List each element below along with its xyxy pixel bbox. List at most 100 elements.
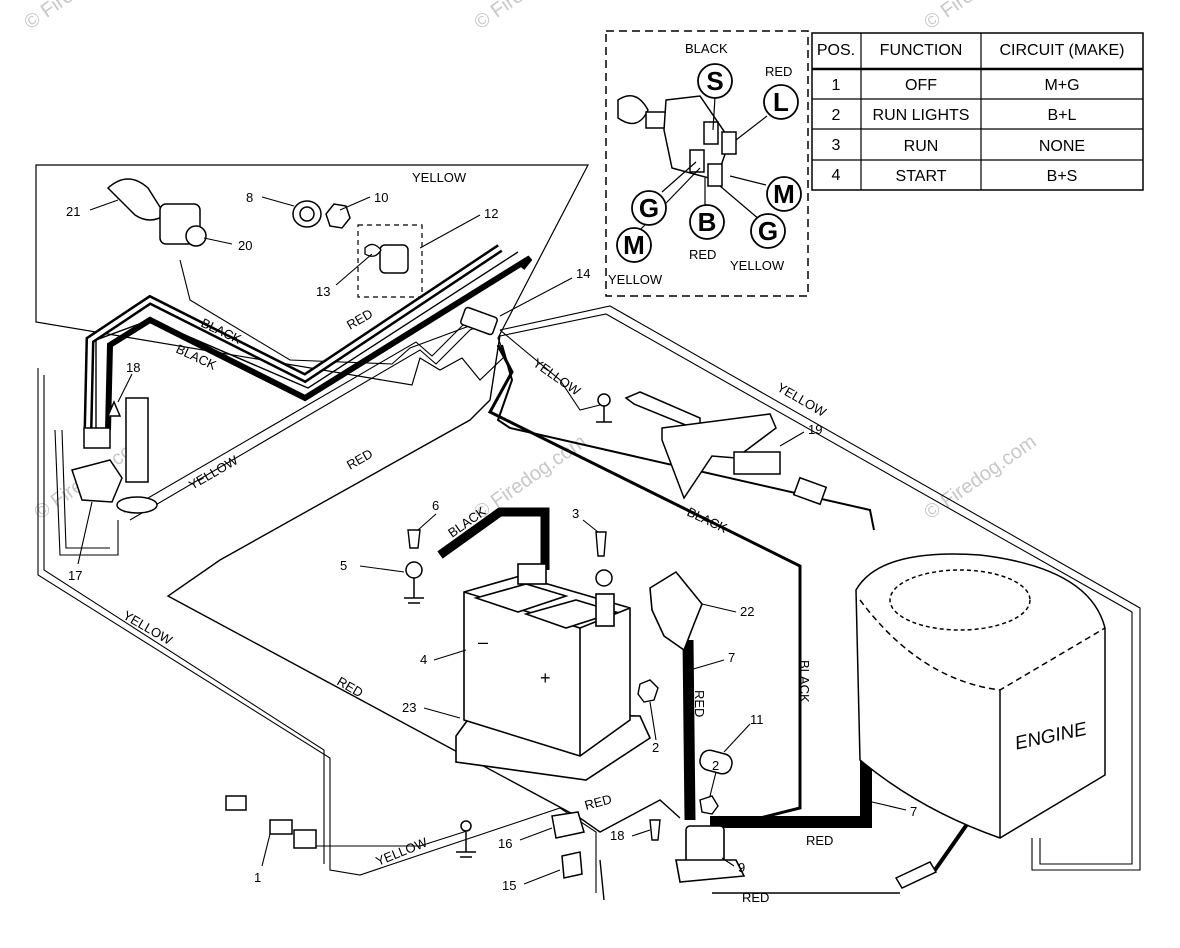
switch-tab bbox=[721, 131, 737, 155]
yellow-wire bbox=[123, 321, 467, 513]
wire-label: RED bbox=[335, 674, 366, 701]
battery-positive-sign: + bbox=[540, 668, 551, 688]
callout-line bbox=[203, 237, 233, 245]
switch-icon bbox=[379, 244, 409, 274]
terminal-s-label: S bbox=[706, 66, 723, 96]
part-number: 18 bbox=[610, 828, 624, 843]
ground-ring bbox=[405, 561, 423, 579]
battery-positive-cable bbox=[682, 639, 696, 821]
red-wires bbox=[95, 251, 900, 901]
part-number: 7 bbox=[728, 650, 735, 665]
bolt-icon bbox=[407, 529, 421, 549]
callout-line bbox=[649, 701, 657, 741]
switch-tab bbox=[707, 163, 723, 187]
key-icon bbox=[364, 243, 382, 257]
part-number: 7 bbox=[910, 804, 917, 819]
light-lens bbox=[185, 225, 207, 247]
switch-nut-ring bbox=[292, 200, 351, 229]
part-callouts bbox=[77, 196, 907, 885]
wire-label: YELLOW bbox=[374, 834, 431, 868]
table-header-function: FUNCTION bbox=[880, 42, 963, 59]
plug-icon bbox=[269, 819, 293, 835]
part-number: 2 bbox=[712, 758, 719, 773]
watermark-text: © Firedog.com bbox=[920, 431, 1040, 524]
part-number: 9 bbox=[738, 860, 745, 875]
part-number: 10 bbox=[374, 190, 388, 205]
hex-nut-icon bbox=[325, 203, 351, 229]
part-number: 5 bbox=[340, 558, 347, 573]
wire-label: BLACK bbox=[797, 660, 812, 703]
yellow-wire bbox=[499, 305, 1141, 871]
plug-icon bbox=[293, 829, 317, 849]
leader-line bbox=[729, 175, 767, 186]
part-number: 1 bbox=[254, 870, 261, 885]
terminal-m-label: M bbox=[623, 230, 645, 260]
part-number: 23 bbox=[402, 700, 416, 715]
battery-terminal bbox=[517, 563, 547, 585]
red-wire bbox=[599, 859, 900, 901]
switch-bracket bbox=[71, 459, 123, 503]
terminal-b-label: B bbox=[698, 207, 717, 237]
terminal-cover-icon bbox=[699, 749, 733, 775]
table-cell-circuit: M+G bbox=[1044, 77, 1079, 94]
watermark-text: © Firedog.com bbox=[920, 0, 1040, 34]
callout-line bbox=[261, 833, 271, 867]
callout-line bbox=[423, 707, 461, 719]
table-header-pos: POS. bbox=[817, 42, 855, 59]
wire-label: YELLOW bbox=[412, 170, 467, 185]
switch-function-table: POS. FUNCTION CIRCUIT (MAKE) 1 OFF M+G 2… bbox=[811, 32, 1144, 191]
terminal-m-circle bbox=[616, 227, 652, 263]
part-number: 14 bbox=[576, 266, 590, 281]
battery-cap bbox=[473, 583, 569, 613]
switch-tab bbox=[689, 149, 705, 173]
engine-connector-icon bbox=[894, 861, 938, 889]
bolt-icon bbox=[649, 819, 661, 841]
leader-line bbox=[661, 161, 697, 193]
headlight-assembly bbox=[106, 178, 207, 247]
seat-switch-17 bbox=[71, 397, 158, 514]
wire-label: RED bbox=[692, 690, 707, 717]
callout-line bbox=[523, 869, 561, 885]
wire-label: BLACK bbox=[199, 315, 244, 347]
callout-line bbox=[89, 199, 119, 211]
part-number: 11 bbox=[750, 712, 764, 727]
callout-line bbox=[871, 801, 907, 811]
wire-label: RED bbox=[742, 890, 769, 905]
yellow-wire bbox=[61, 429, 110, 549]
wire-label: RED bbox=[344, 306, 375, 333]
part-numbers: 21 20 8 10 12 13 14 18 17 19 6 5 3 4 23 … bbox=[66, 190, 917, 893]
terminal-b-circle bbox=[689, 204, 725, 240]
table-cell-pos: 1 bbox=[832, 77, 841, 94]
plug-icon bbox=[792, 476, 828, 506]
table-cell-function: OFF bbox=[905, 77, 937, 94]
callout-line bbox=[417, 513, 437, 531]
callout-line bbox=[339, 196, 371, 211]
wire-color-label: YELLOW bbox=[608, 272, 663, 287]
callout-line bbox=[419, 214, 481, 249]
wire-label: RED bbox=[344, 446, 375, 473]
terminal-boot-22 bbox=[649, 570, 703, 652]
leader-line bbox=[712, 96, 716, 131]
terminal-l-circle bbox=[763, 84, 799, 120]
black-wire bbox=[496, 344, 875, 531]
wire-color-label: BLACK bbox=[685, 41, 728, 56]
black-wire-inner bbox=[86, 246, 502, 431]
screw-icon bbox=[106, 400, 122, 417]
table-cell-function: RUN bbox=[904, 138, 939, 155]
terminal-g-circle bbox=[750, 213, 786, 249]
ground-ring bbox=[595, 569, 613, 587]
wire-color-label: YELLOW bbox=[730, 258, 785, 273]
engine-top bbox=[889, 569, 1031, 631]
battery-cap bbox=[523, 599, 619, 629]
watermark-text: © Firedog.com bbox=[20, 0, 140, 34]
solenoid-mount bbox=[675, 859, 746, 883]
part-number: 13 bbox=[316, 284, 330, 299]
post bbox=[125, 397, 149, 483]
table-cell-pos: 2 bbox=[832, 107, 841, 124]
connector-icon bbox=[460, 306, 498, 336]
part-number: 3 bbox=[572, 506, 579, 521]
yellow-wire bbox=[179, 259, 481, 365]
solenoid-9 bbox=[675, 825, 746, 883]
